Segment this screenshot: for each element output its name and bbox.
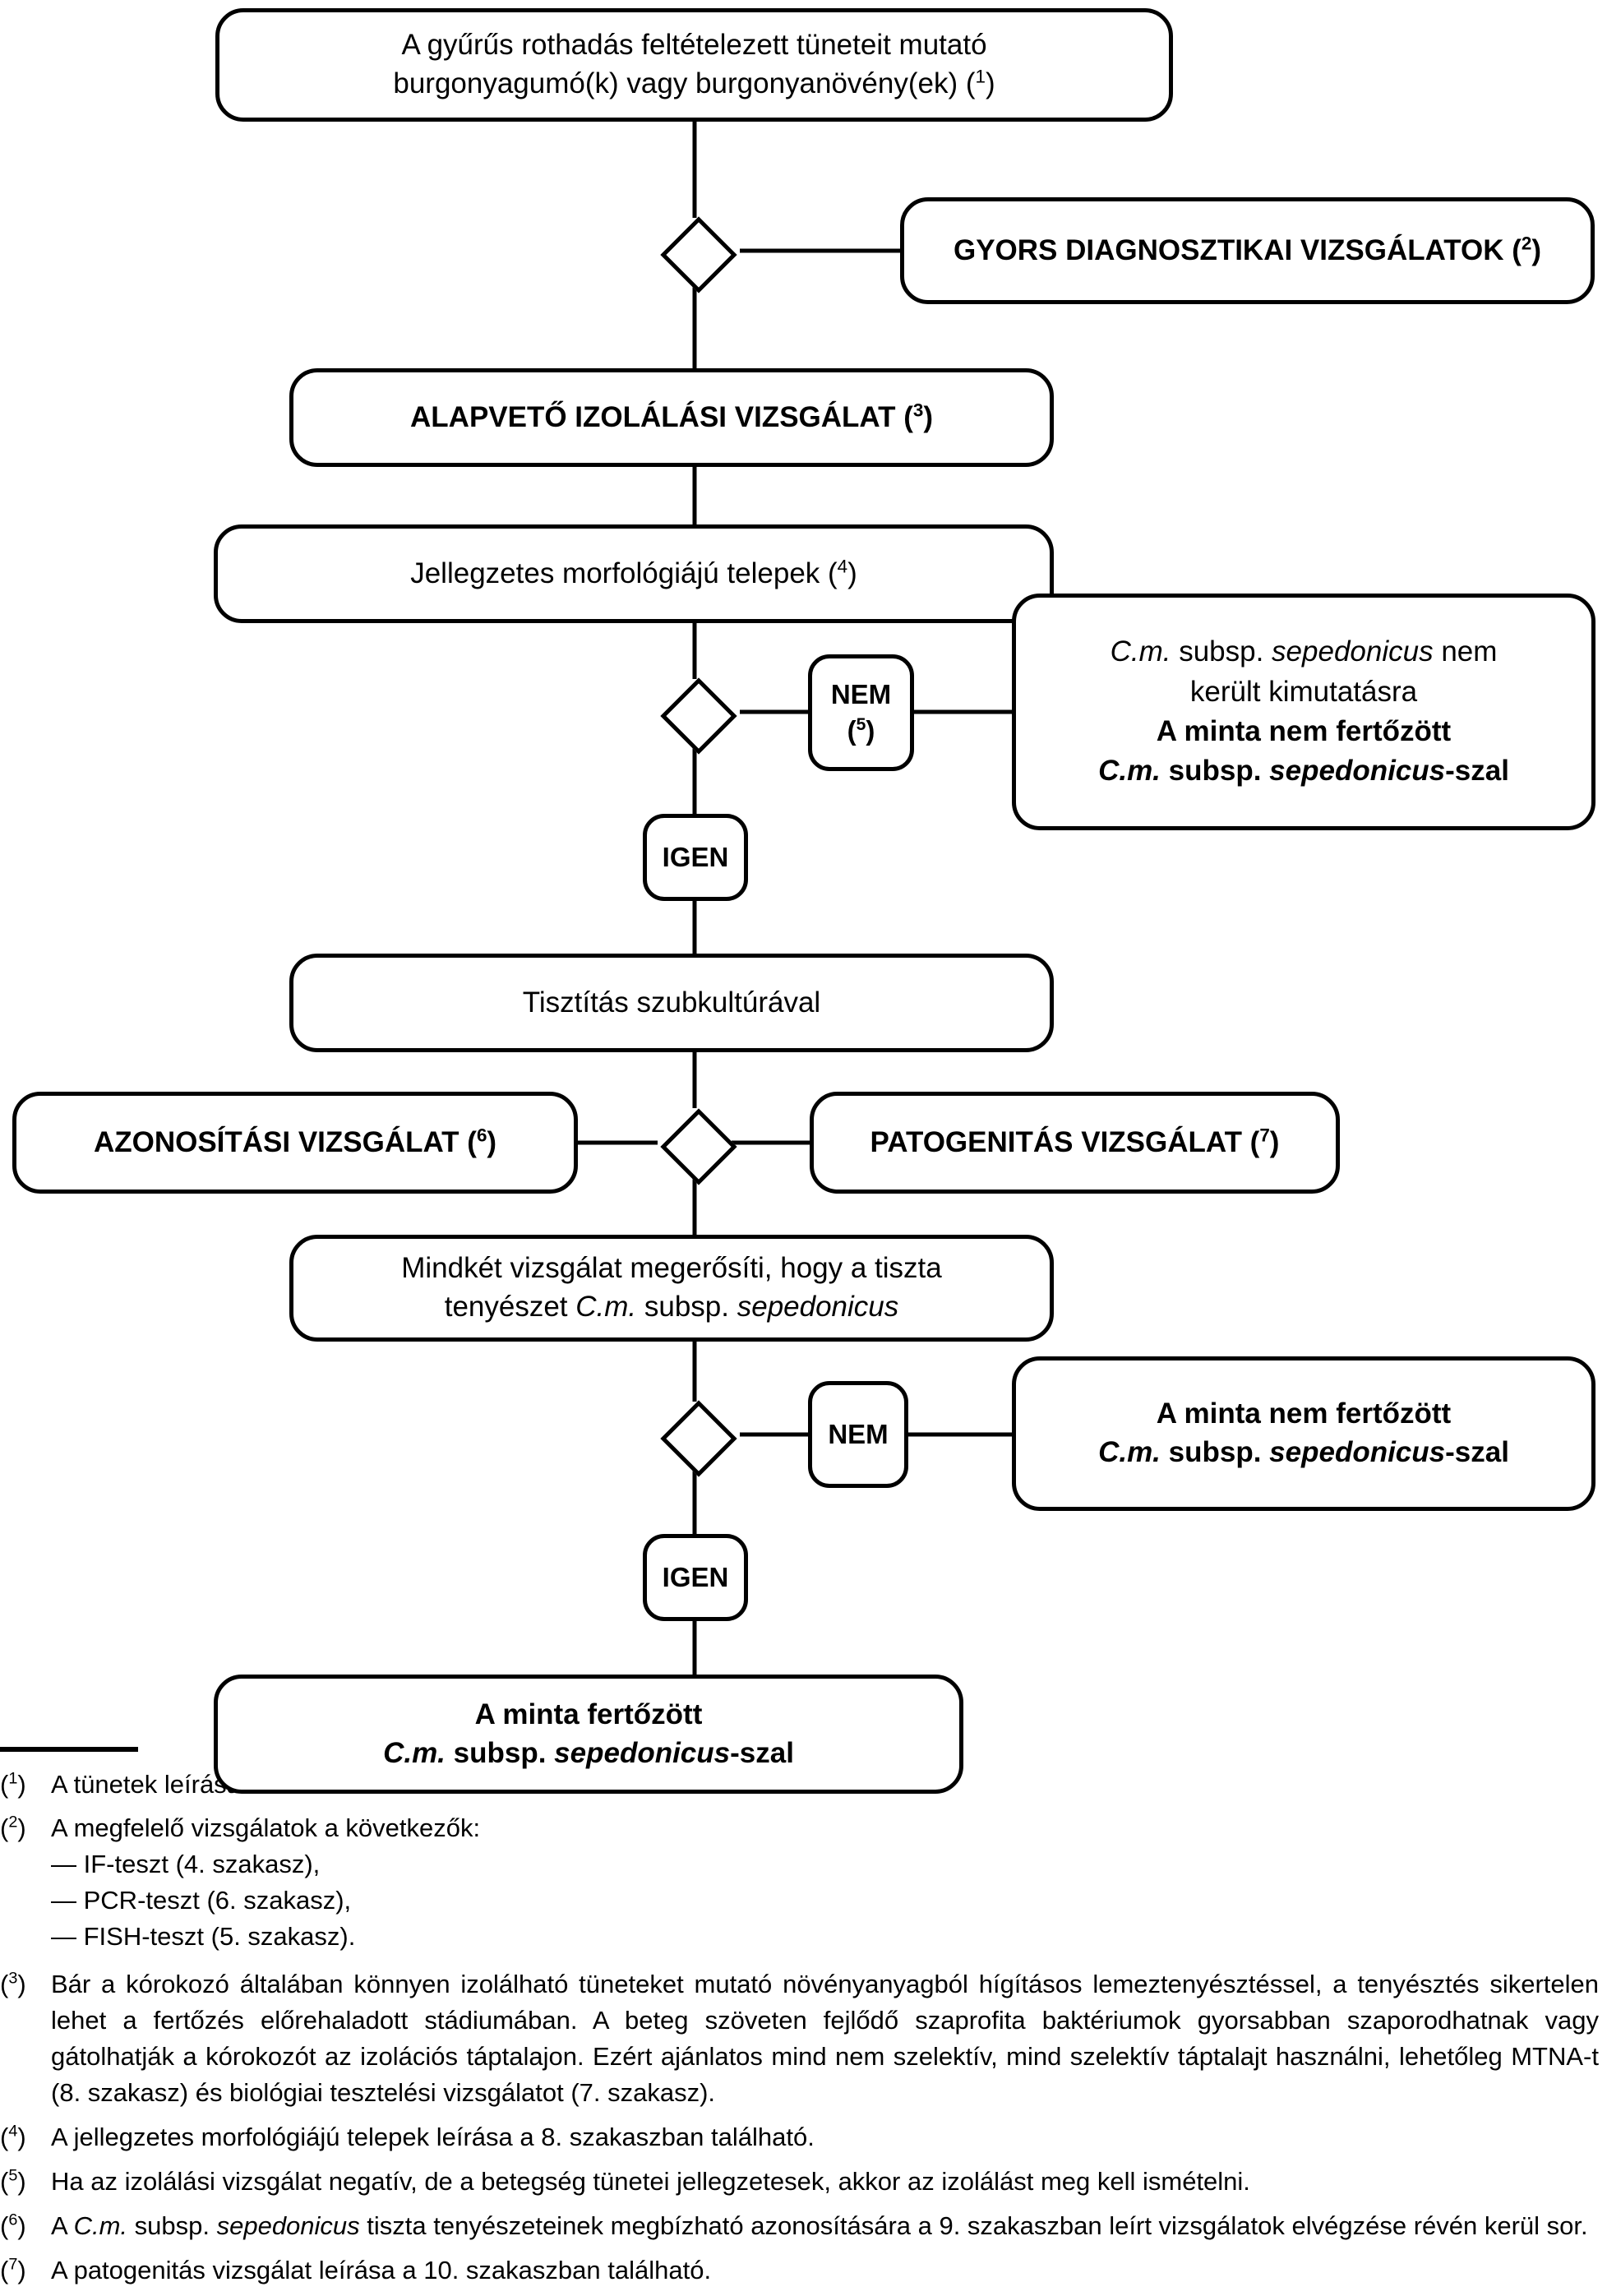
not-detected-line2: került kimutatásra bbox=[1189, 675, 1418, 708]
not-detected-line4: C.m. subsp. sepedonicus-szal bbox=[1098, 755, 1509, 788]
no-branch-1-label: NEM (5) bbox=[830, 678, 892, 746]
footnote-marker-5: (5) bbox=[0, 2166, 26, 2197]
typical-colonies-label: Jellegzetes morfológiájú telepek (4) bbox=[410, 555, 857, 589]
footnote-item: (3) Bár a kórokozó általában könnyen izo… bbox=[0, 1966, 1607, 2111]
node-pathogenicity-test[interactable]: PATOGENITÁS VIZSGÁLAT (7) bbox=[810, 1092, 1340, 1194]
node-sample-not-infected[interactable]: A minta nem fertőzött C.m. subsp. sepedo… bbox=[1012, 1356, 1595, 1511]
node-typical-colonies[interactable]: Jellegzetes morfológiájú telepek (4) bbox=[214, 524, 1054, 623]
footnote-ref-2: 2 bbox=[1521, 232, 1532, 253]
not-detected-line1: C.m. subsp. sepedonicus nem bbox=[1110, 635, 1498, 668]
not-infected-line1: A minta nem fertőzött bbox=[1156, 1397, 1452, 1430]
footnote-item: (4) A jellegzetes morfológiájú telepek l… bbox=[0, 2119, 1607, 2155]
purification-label: Tisztítás szubkultúrával bbox=[522, 986, 821, 1019]
node-no-branch-1[interactable]: NEM (5) bbox=[808, 654, 914, 771]
node-sample-infected[interactable]: A minta fertőzött C.m. subsp. sepedonicu… bbox=[214, 1675, 963, 1794]
footnote-marker-7: (7) bbox=[0, 2255, 26, 2285]
footnote-text-7: A patogenitás vizsgálat leírása a 10. sz… bbox=[51, 2256, 712, 2285]
footnote-text-2: A megfelelő vizsgálatok a következők: — … bbox=[51, 1810, 1607, 1955]
infected-line2: C.m. subsp. sepedonicus-szal bbox=[383, 1736, 794, 1769]
footnote-marker-1: (1) bbox=[0, 1769, 26, 1799]
no-branch-2-label: NEM bbox=[828, 1418, 889, 1449]
flowchart-connectors bbox=[578, 122, 1012, 1675]
node-yes-branch-1[interactable]: IGEN bbox=[643, 814, 748, 901]
node-not-detected-result[interactable]: C.m. subsp. sepedonicus nem került kimut… bbox=[1012, 594, 1595, 830]
node-no-branch-2[interactable]: NEM bbox=[808, 1381, 908, 1488]
footnote-2-subline: — IF-teszt (4. szakasz), bbox=[51, 1850, 321, 1879]
node-suspect-symptoms[interactable]: A gyűrűs rothadás feltételezett tüneteit… bbox=[215, 8, 1173, 122]
footnote-item: (7) A patogenitás vizsgálat leírása a 10… bbox=[0, 2252, 1607, 2289]
pathogenicity-label: PATOGENITÁS VIZSGÁLAT (7) bbox=[870, 1124, 1280, 1158]
footnote-marker-4: (4) bbox=[0, 2122, 26, 2152]
yes-branch-1-label: IGEN bbox=[662, 841, 729, 872]
footnote-item: (2) A megfelelő vizsgálatok a következők… bbox=[0, 1810, 1607, 1955]
footnote-text-5: Ha az izolálási vizsgálat negatív, de a … bbox=[51, 2167, 1250, 2197]
infected-line1: A minta fertőzött bbox=[474, 1698, 703, 1730]
suspect-symptoms-line2: burgonyagumó(k) vagy burgonyanövény(ek) … bbox=[393, 66, 995, 99]
footnote-2-subline: — PCR-teszt (6. szakasz), bbox=[51, 1886, 352, 1915]
node-basic-isolation-test[interactable]: ALAPVETŐ IZOLÁLÁSI VIZSGÁLAT (3) bbox=[289, 368, 1054, 467]
node-rapid-diagnostic-tests[interactable]: GYORS DIAGNOSZTIKAI VIZSGÁLATOK (2) bbox=[900, 197, 1595, 304]
footnote-ref-7: 7 bbox=[1259, 1124, 1270, 1145]
node-both-tests-confirm[interactable]: Mindkét vizsgálat megerősíti, hogy a tis… bbox=[289, 1235, 1054, 1342]
footnote-text-3: Bár a kórokozó általában könnyen izolálh… bbox=[51, 1970, 1599, 2108]
flowchart-canvas: A gyűrűs rothadás feltételezett tüneteit… bbox=[12, 8, 1595, 1794]
not-infected-line2: C.m. subsp. sepedonicus-szal bbox=[1098, 1436, 1509, 1468]
footnote-2-intro: A megfelelő vizsgálatok a következők: bbox=[51, 1813, 481, 1843]
footnote-ref-3: 3 bbox=[912, 399, 924, 420]
footnote-item: (5) Ha az izolálási vizsgálat negatív, d… bbox=[0, 2164, 1607, 2200]
footnote-ref-1: 1 bbox=[975, 66, 986, 87]
footnote-text-6: A C.m. subsp. sepedonicus tiszta tenyész… bbox=[51, 2211, 1588, 2241]
basic-isolation-label: ALAPVETŐ IZOLÁLÁSI VIZSGÁLAT (3) bbox=[410, 399, 933, 433]
footnote-marker-3: (3) bbox=[0, 1969, 26, 1999]
both-confirm-line1: Mindkét vizsgálat megerősíti, hogy a tis… bbox=[401, 1252, 942, 1285]
footnote-text-4: A jellegzetes morfológiájú telepek leírá… bbox=[51, 2123, 815, 2152]
footnote-item: (6) A C.m. subsp. sepedonicus tiszta ten… bbox=[0, 2208, 1607, 2244]
footnote-ref-4: 4 bbox=[837, 555, 848, 576]
footnote-marker-6: (6) bbox=[0, 2211, 26, 2241]
footnote-2-subline: — FISH-teszt (5. szakasz). bbox=[51, 1922, 356, 1952]
yes-branch-2-label: IGEN bbox=[662, 1561, 729, 1592]
node-identification-test[interactable]: AZONOSÍTÁSI VIZSGÁLAT (6) bbox=[12, 1092, 578, 1194]
identification-label: AZONOSÍTÁSI VIZSGÁLAT (6) bbox=[93, 1124, 497, 1158]
suspect-symptoms-line1: A gyűrűs rothadás feltételezett tüneteit… bbox=[401, 29, 987, 62]
rapid-diagnostic-tests-label: GYORS DIAGNOSZTIKAI VIZSGÁLATOK (2) bbox=[953, 232, 1542, 266]
node-yes-branch-2[interactable]: IGEN bbox=[643, 1534, 748, 1621]
footnotes-section: (1) A tünetek leírását a 2. szakasz tart… bbox=[0, 1747, 1607, 2296]
footnote-ref-6: 6 bbox=[476, 1124, 487, 1145]
footnote-marker-2: (2) bbox=[0, 1813, 26, 1843]
both-confirm-line2: tenyészet C.m. subsp. sepedonicus bbox=[444, 1291, 899, 1323]
footnote-ref-5: 5 bbox=[856, 715, 866, 734]
footnote-separator-rule bbox=[0, 1747, 138, 1752]
not-detected-line3: A minta nem fertőzött bbox=[1156, 715, 1452, 747]
node-purification-subculture[interactable]: Tisztítás szubkultúrával bbox=[289, 954, 1054, 1052]
